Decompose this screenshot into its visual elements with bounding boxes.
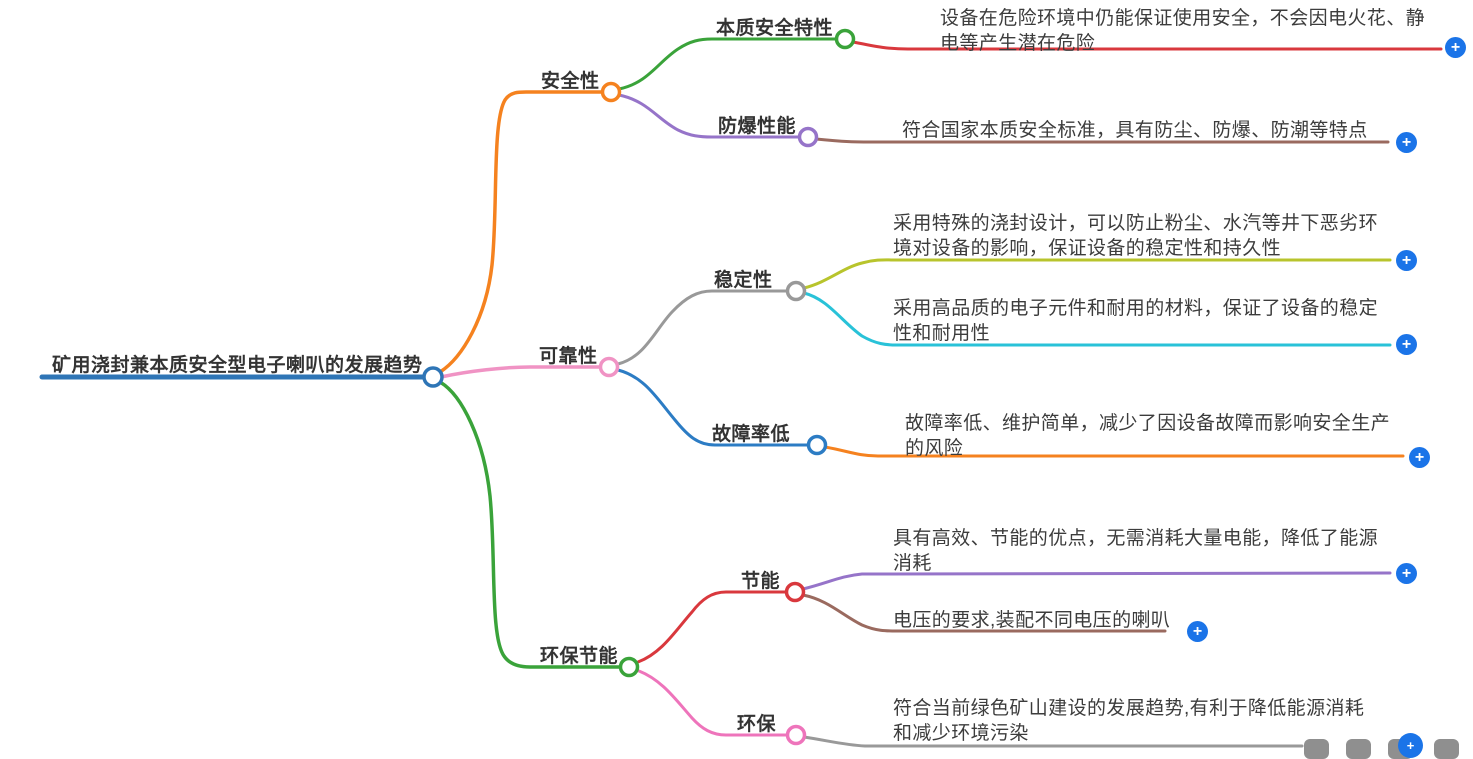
node-connector-root[interactable] xyxy=(422,366,444,388)
plus-icon-guzhang[interactable]: + xyxy=(1409,447,1430,468)
node-connector-kekaoxing[interactable] xyxy=(598,356,620,378)
child-node-huanbao[interactable]: 环保 xyxy=(737,714,777,735)
wire-huanbaojieneng-jieneng xyxy=(636,590,789,664)
node-connector-wendingxing[interactable] xyxy=(785,280,807,302)
plus-icon-jieneng-1[interactable]: + xyxy=(1396,563,1417,584)
note-guzhang-1[interactable]: 故障率低、维护简单，减少了因设备故障而影响安全生产的风险 xyxy=(905,413,1391,459)
node-connector-benzhi[interactable] xyxy=(834,28,856,50)
toolbar-button-1[interactable] xyxy=(1304,739,1329,759)
node-connector-huanbao[interactable] xyxy=(785,724,807,746)
child-node-wendingxing[interactable]: 稳定性 xyxy=(714,270,773,291)
child-node-benzhianquantexing[interactable]: 本质安全特性 xyxy=(716,18,834,39)
node-connector-guzhanglvdi[interactable] xyxy=(806,434,828,456)
wire-wending-note1 xyxy=(802,258,1392,290)
plus-icon-jieneng-2[interactable]: + xyxy=(1187,621,1208,642)
node-connector-fangbao[interactable] xyxy=(797,126,819,148)
plus-icon-huanbao[interactable]: + xyxy=(1398,733,1423,758)
note-jieneng-2[interactable]: 电压的要求,装配不同电压的喇叭 xyxy=(893,610,1171,631)
child-node-fangbaoxingneng[interactable]: 防爆性能 xyxy=(718,116,797,137)
wire-kekao-wending xyxy=(616,289,789,366)
branch-node-anquanxing[interactable]: 安全性 xyxy=(541,71,600,92)
child-node-jieneng[interactable]: 节能 xyxy=(741,571,781,592)
root-node[interactable]: 矿用浇封兼本质安全型电子喇叭的发展趋势 xyxy=(52,355,423,376)
toolbar-button-2[interactable] xyxy=(1346,739,1371,759)
child-node-guzhanglvdi[interactable]: 故障率低 xyxy=(712,424,791,445)
note-fangbao-1[interactable]: 符合国家本质安全标准，具有防尘、防爆、防潮等特点 xyxy=(902,120,1368,141)
note-huanbao-1[interactable]: 符合当前绿色矿山建设的发展趋势,有利于降低能源消耗和减少环境污染 xyxy=(893,698,1365,744)
plus-icon-fangbao[interactable]: + xyxy=(1396,132,1417,153)
toolbar-button-4[interactable] xyxy=(1434,739,1459,759)
wire-root-huanbaojieneng xyxy=(438,380,622,669)
note-benzhi-1[interactable]: 设备在危险环境中仍能保证使用安全，不会因电火花、静电等产生潜在危险 xyxy=(940,8,1426,54)
node-connector-anquanxing[interactable] xyxy=(600,81,622,103)
wire-root-anquanxing xyxy=(438,90,604,374)
node-connector-jieneng[interactable] xyxy=(784,581,806,603)
note-wending-2[interactable]: 采用高品质的电子元件和耐用的材料，保证了设备的稳定性和耐用性 xyxy=(893,298,1379,344)
wire-anquan-benzhi xyxy=(617,37,838,91)
plus-icon-benzhi[interactable]: + xyxy=(1445,37,1466,58)
note-wending-1[interactable]: 采用特殊的浇封设计，可以防止粉尘、水汽等井下恶劣环境对设备的影响，保证设备的稳定… xyxy=(893,213,1379,259)
plus-icon-wending-1[interactable]: + xyxy=(1396,250,1417,271)
wire-root-kekaoxing xyxy=(439,365,602,379)
branch-node-kekaoxing[interactable]: 可靠性 xyxy=(539,346,598,367)
branch-node-huanbaojieneng[interactable]: 环保节能 xyxy=(540,646,619,667)
plus-icon-wending-2[interactable]: + xyxy=(1396,334,1417,355)
note-jieneng-1[interactable]: 具有高效、节能的优点，无需消耗大量电能，降低了能源消耗 xyxy=(893,528,1379,574)
node-connector-huanbaojieneng[interactable] xyxy=(618,656,640,678)
